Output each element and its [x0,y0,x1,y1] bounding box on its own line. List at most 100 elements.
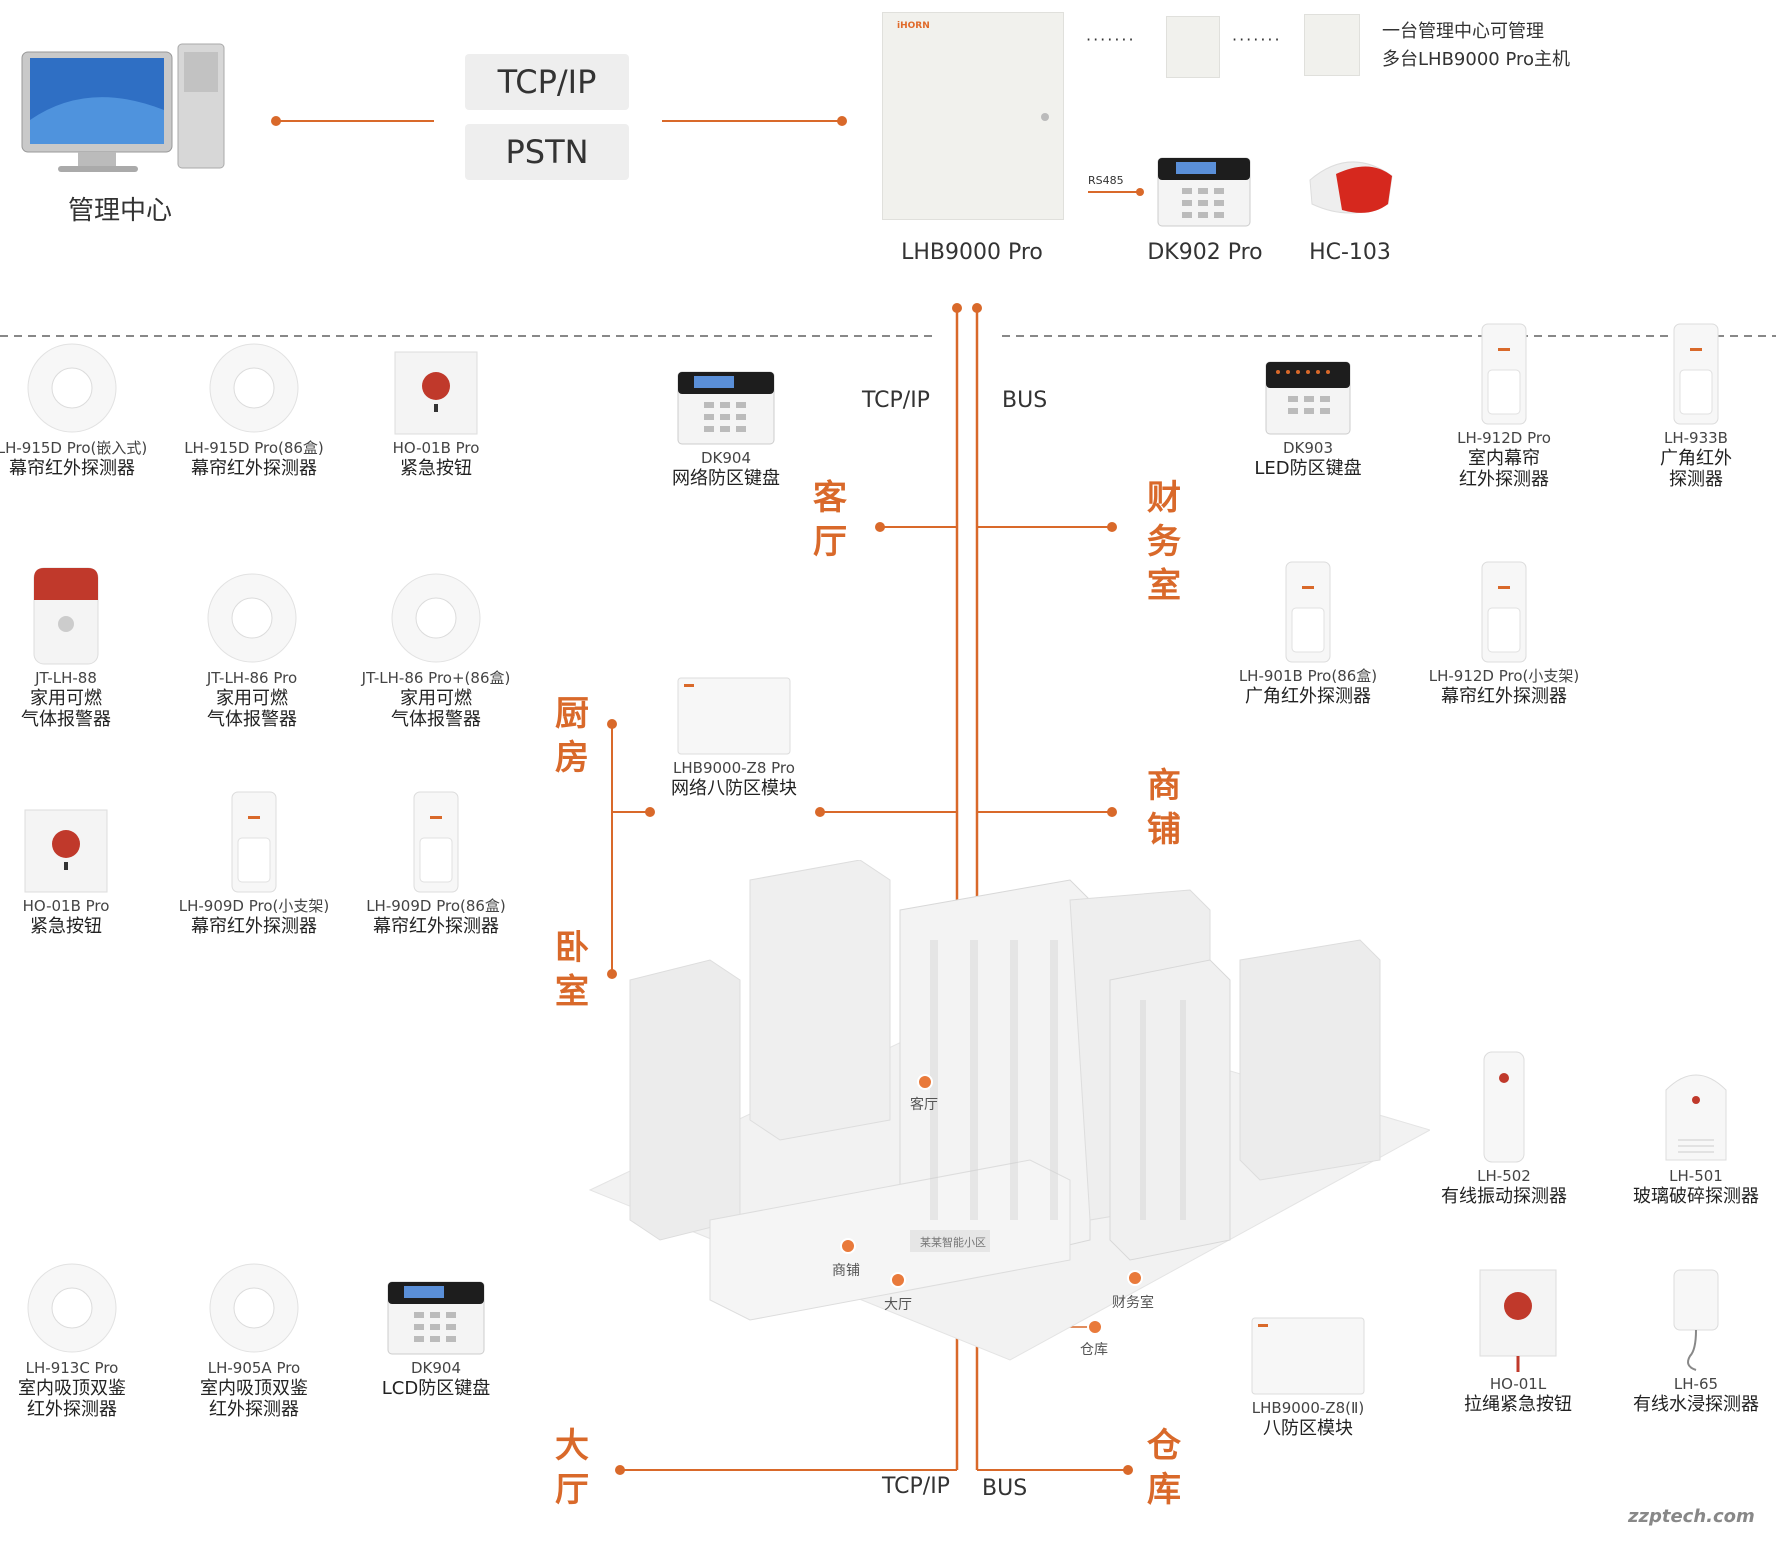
watermark-text: zzptech.com [1628,1506,1755,1527]
computer-icon [21,43,225,172]
room-kitchen-char-1: 厨 [555,694,589,734]
product-desc: 室内吸顶双鉴 [200,1378,308,1399]
product-desc: LCD防区键盘 [381,1378,491,1399]
pull-cord-button-icon [1479,1269,1557,1372]
product-model: DK903 [1282,439,1334,457]
product-desc: 紧急按钮 [400,458,472,479]
pir-dome-icon [209,343,299,433]
room-hall-char-2: 厅 [555,1470,589,1510]
dot-rs485 [1136,188,1144,196]
room-bedroom: 卧 室 [550,926,594,1014]
product-model: JT-LH-88 [35,669,97,687]
building-render-icon: 某某智能小区 [588,860,1430,1361]
room-hall-char-1: 大 [555,1426,589,1466]
wide-pir-box-icon [1285,561,1331,663]
product-model: LH-915D Pro(嵌入式) [0,439,148,457]
dk902-keypad-icon [1157,157,1251,227]
room-finance: 财 务 室 [1142,476,1186,608]
dot-host [837,116,847,126]
dot-trunk-b [972,303,982,313]
product-desc: 室内幕帘 [1468,448,1540,469]
room-shop: 商 铺 [1142,764,1186,852]
gas-detector-box-icon [391,573,481,663]
product-card: LH-901B Pro(86盒)广角红外探测器 [1198,556,1418,707]
product-desc: 拉绳紧急按钮 [1464,1394,1572,1415]
bus-label-tcpip-bottom: TCP/IP [882,1474,950,1499]
product-model: LH-905A Pro [207,1359,301,1377]
product-card: LHB9000-Z8(Ⅱ)八防区模块 [1198,1288,1418,1439]
product-model: HO-01B Pro [392,439,480,457]
gas-alarm-icon [33,567,99,665]
room-bedroom-char-1: 卧 [555,928,589,968]
map-label-hall: 大厅 [884,1297,912,1313]
product-desc: 幕帘红外探测器 [191,458,317,479]
product-desc: 紧急按钮 [30,916,102,937]
product-desc: 气体报警器 [391,709,481,730]
room-warehouse-char-1: 仓 [1147,1426,1181,1466]
room-warehouse: 仓 库 [1142,1424,1186,1512]
water-leak-icon [1673,1269,1719,1371]
room-finance-char-2: 务 [1147,522,1181,562]
product-card: LH-915D Pro(嵌入式)幕帘红外探测器 [0,328,182,479]
product-desc: 红外探测器 [209,1399,299,1420]
gas-detector-round-icon [207,573,297,663]
product-model: LH-933B [1664,429,1728,447]
protocol-tcpip-box: TCP/IP [465,54,629,110]
note-line-1: 一台管理中心可管理 [1382,21,1544,42]
product-card: JT-LH-86 Pro+(86盒)家用可燃气体报警器 [326,558,546,730]
product-desc: LED防区键盘 [1254,458,1362,479]
map-label-living: 客厅 [910,1097,938,1113]
curtain-pir-box-icon [413,791,459,893]
curtain-pir-icon [1481,323,1527,425]
product-desc: 幕帘红外探测器 [191,916,317,937]
product-model: HO-01L [1489,1375,1547,1393]
product-model: LH-913C Pro [25,1359,119,1377]
panic-button-icon [394,351,478,435]
host-label: LHB9000 Pro [901,240,1043,265]
product-desc: 家用可燃 [216,688,288,709]
room-finance-char-1: 财 [1147,478,1181,518]
room-living-char-2: 厅 [813,522,847,562]
room-kitchen: 厨 房 [550,692,594,780]
product-card: LH-909D Pro(86盒)幕帘红外探测器 [326,786,546,937]
product-desc: 家用可燃 [30,688,102,709]
product-model: LH-912D Pro(小支架) [1428,667,1580,685]
room-shop-char-1: 商 [1147,766,1181,806]
host-small-icon-2 [1304,14,1360,76]
curtain-pir-bracket-icon [1481,561,1527,663]
note-line-2: 多台LHB9000 Pro主机 [1382,49,1570,70]
product-card: LH-909D Pro(小支架)幕帘红外探测器 [144,786,364,937]
product-model: JT-LH-86 Pro [206,669,298,687]
panic-button-icon [24,809,108,893]
bus-label-bus: BUS [1002,388,1048,413]
product-desc: 家用可燃 [400,688,472,709]
product-desc: 广角红外 [1660,448,1732,469]
map-label-warehouse: 仓库 [1080,1342,1108,1358]
dot-pc [271,116,281,126]
product-model: DK904 [700,449,752,467]
product-desc: 红外探测器 [1459,469,1549,490]
product-model: JT-LH-86 Pro+(86盒) [361,669,511,687]
room-bedroom-char-2: 室 [555,972,589,1012]
pir-ceiling-icon [27,343,117,433]
bus-label-tcpip: TCP/IP [862,388,930,413]
product-desc: 室内吸顶双鉴 [18,1378,126,1399]
siren-icon [1309,161,1393,214]
product-desc: 幕帘红外探测器 [9,458,135,479]
siren-label: HC-103 [1309,240,1391,265]
protocol-pstn-box: PSTN [465,124,629,180]
product-model: DK904 [410,1359,462,1377]
dk902-label: DK902 Pro [1147,240,1263,265]
product-desc: 玻璃破碎探测器 [1633,1186,1759,1207]
